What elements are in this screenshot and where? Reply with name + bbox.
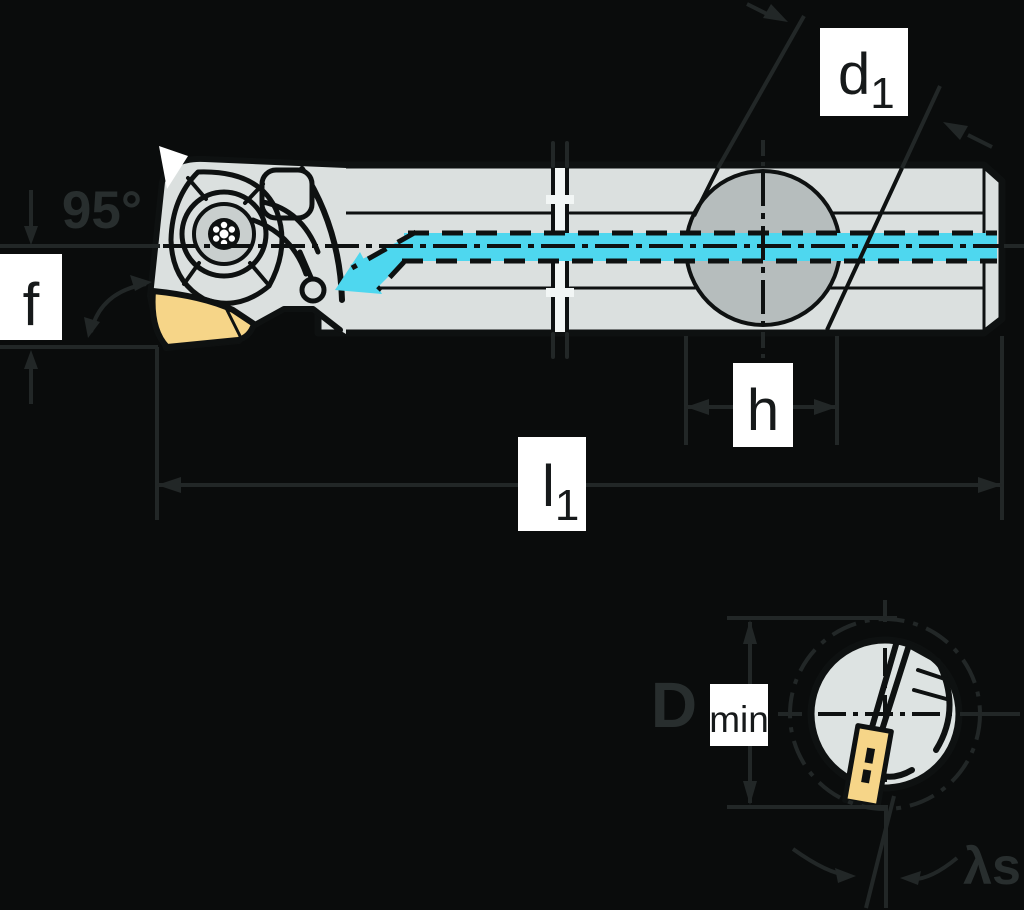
clamp-mechanism (168, 167, 327, 306)
clamp-screw (179, 189, 269, 279)
d1-tangent-lines-inner (692, 167, 904, 331)
bar-centerline (163, 172, 999, 326)
lambda-arc-arrow-left-icon (835, 868, 856, 883)
boxed-labels: f d1 h l1 min (23, 42, 895, 740)
bar-surface-lines (342, 167, 986, 333)
l1-label: l1 (542, 454, 579, 530)
h-arrow-right-icon (814, 399, 837, 415)
l1-arrow-left-icon (157, 477, 181, 493)
d1-label: d1 (838, 42, 895, 118)
d1-arrow-right-icon (943, 122, 968, 140)
dmin-arrow-up-icon (743, 620, 757, 644)
h-arrow-left-icon (686, 399, 709, 415)
torx-icon (213, 221, 235, 247)
cutting-insert (149, 288, 257, 350)
lead-angle-wedge (159, 146, 188, 189)
main-side-view (147, 141, 1006, 359)
coolant-arrow-icon (335, 252, 382, 294)
angle-arc-arrow-upper-icon (130, 275, 152, 291)
lead-angle-label: 95° (62, 181, 142, 240)
dmin-sub-label-box (710, 684, 768, 746)
section-view (807, 636, 963, 809)
h-label: h (747, 378, 779, 443)
lambda-s-label: λs (963, 838, 1021, 896)
f-arrow-down-icon (24, 226, 38, 245)
dmin-arrow-down-icon (743, 781, 757, 805)
f-label: f (23, 271, 40, 338)
label-boxes (0, 28, 908, 746)
dimension-h (684, 336, 839, 445)
d1-label-box (820, 28, 908, 116)
toolholder-section-outline (856, 638, 953, 780)
l1-label-box (518, 437, 586, 531)
f-label-box (0, 254, 62, 340)
dimension-d1 (716, 2, 993, 169)
d1-arrow-left-icon (763, 4, 788, 22)
dimension-arrowheads (24, 4, 1002, 885)
angle-arc-arrow-lower-icon (84, 317, 100, 338)
h-label-box (733, 363, 793, 447)
insert-section (842, 723, 894, 809)
gray-labels: 95° D λs (62, 181, 1021, 896)
dimension-lambda-s (791, 795, 959, 909)
dmin-base-label: D (651, 669, 697, 741)
lambda-arc-arrow-right-icon (900, 871, 921, 885)
f-arrow-up-icon (24, 350, 38, 369)
dmin-sub-label: min (709, 699, 769, 740)
l1-arrow-right-icon (978, 477, 1002, 493)
